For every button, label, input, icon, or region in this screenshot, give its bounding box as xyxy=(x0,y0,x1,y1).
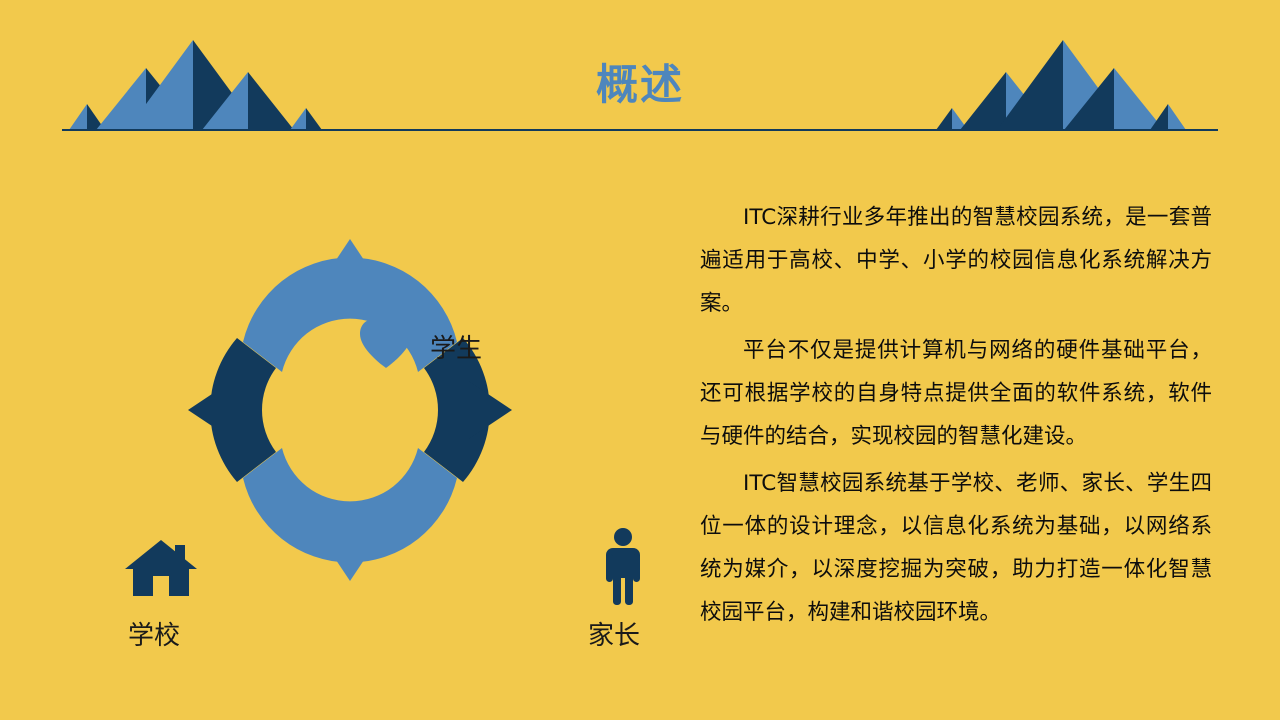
node-label-parent: 家长 xyxy=(588,621,641,651)
paragraph-3: ITC智慧校园系统基于学校、老师、家长、学生四位一体的设计理念，以信息化系统为基… xyxy=(700,471,1212,625)
heart-icon xyxy=(360,319,412,368)
person-icon xyxy=(606,528,640,605)
node-label-student: 学生 xyxy=(430,334,483,364)
page-title: 概述 xyxy=(595,61,684,108)
donut-segment-right xyxy=(424,338,512,482)
slide-header: 概述 xyxy=(0,0,1280,140)
home-icon xyxy=(125,540,197,596)
paragraph-1: ITC深耕行业多年推出的智慧校园系统，是一套普遍适用于高校、中学、小学的校园信息… xyxy=(700,205,1212,316)
mountain-decoration-icon xyxy=(69,40,1186,130)
node-label-school: 学校 xyxy=(128,621,181,651)
overview-text-block: ITC深耕行业多年推出的智慧校园系统，是一套普遍适用于高校、中学、小学的校园信息… xyxy=(700,196,1212,638)
cycle-diagram: 学生 学校 家长 老 师 xyxy=(30,150,650,690)
paragraph-2: 平台不仅是提供计算机与网络的硬件基础平台，还可根据学校的自身特点提供全面的软件系… xyxy=(700,338,1212,449)
four-segment-donut-icon xyxy=(188,239,512,581)
donut-segment-bottom xyxy=(243,448,457,581)
header-divider xyxy=(62,129,1218,131)
donut-segment-left xyxy=(188,338,276,482)
donut-segment-top xyxy=(243,239,457,372)
mountains-right-group xyxy=(936,40,1186,130)
mountains-left-group xyxy=(69,40,322,130)
